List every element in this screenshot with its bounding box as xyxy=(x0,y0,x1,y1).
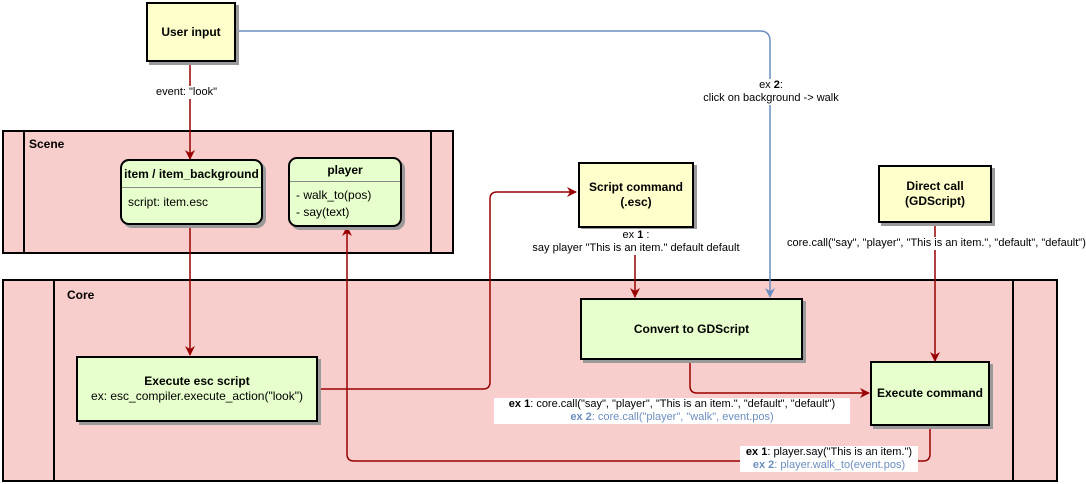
scene-label: Scene xyxy=(29,137,65,151)
edge-label-ex2-walk: ex 2:click on background -> walk xyxy=(696,79,846,105)
edge-label-ex1-esc: ex 1 :say player "This is an item." defa… xyxy=(530,229,742,255)
edge-label-ex1-text: say player "This is an item." default de… xyxy=(532,242,740,254)
scene-left-bar xyxy=(23,132,25,252)
player-method-say: - say(text) xyxy=(296,205,350,219)
execute-command-label: Execute command xyxy=(876,386,984,400)
core-left-bar xyxy=(53,281,55,480)
execute-esc-title: Execute esc script xyxy=(144,374,250,388)
direct-call-node: Direct call(GDScript) xyxy=(878,165,992,223)
convert-label: Convert to GDScript xyxy=(633,321,750,336)
convert-node: Convert to GDScript xyxy=(580,298,803,360)
item-node: item / item_background script: item.esc xyxy=(120,159,263,225)
item-script-line: script: item.esc xyxy=(128,195,209,209)
core-right-bar xyxy=(1012,281,1014,480)
edge-label-player-calls: ex 1: player.say("This is an item.")ex 2… xyxy=(740,446,918,472)
edge-label-event-look: event: "look" xyxy=(156,86,218,99)
item-separator xyxy=(122,187,261,188)
core-label: Core xyxy=(67,288,95,302)
edge-execute-command-to-player xyxy=(342,226,931,462)
script-command-node: Script command(.esc) xyxy=(578,162,694,228)
edge-label-direct-call-code: core.call("say", "player", "This is an i… xyxy=(787,237,1086,250)
edge-label-convert-output: ex 1: core.call("say", "player", "This i… xyxy=(494,398,850,424)
edge-execute-esc-to-script-command xyxy=(318,187,577,390)
player-separator xyxy=(290,181,400,182)
player-method-walk: - walk_to(pos) xyxy=(296,188,372,202)
script-command-line1: Script command xyxy=(588,180,684,194)
script-command-line2: (.esc) xyxy=(620,195,652,209)
execute-esc-example: ex: esc_compiler.execute_action("look") xyxy=(91,389,303,403)
user-input-node: User input xyxy=(146,2,236,62)
scene-right-bar xyxy=(430,132,432,252)
edge-convert-to-execute-command xyxy=(689,360,870,398)
edge-label-ex2-text: click on background -> walk xyxy=(703,92,839,104)
edge-user-to-convert xyxy=(238,30,775,298)
direct-call-line2: (GDScript) xyxy=(905,194,965,208)
user-input-label: User input xyxy=(161,24,221,39)
item-title: item / item_background xyxy=(124,167,259,181)
player-title: player xyxy=(327,163,363,177)
execute-command-node: Execute command xyxy=(870,361,990,426)
direct-call-line1: Direct call xyxy=(906,179,964,193)
player-node: player - walk_to(pos) - say(text) xyxy=(288,157,402,227)
